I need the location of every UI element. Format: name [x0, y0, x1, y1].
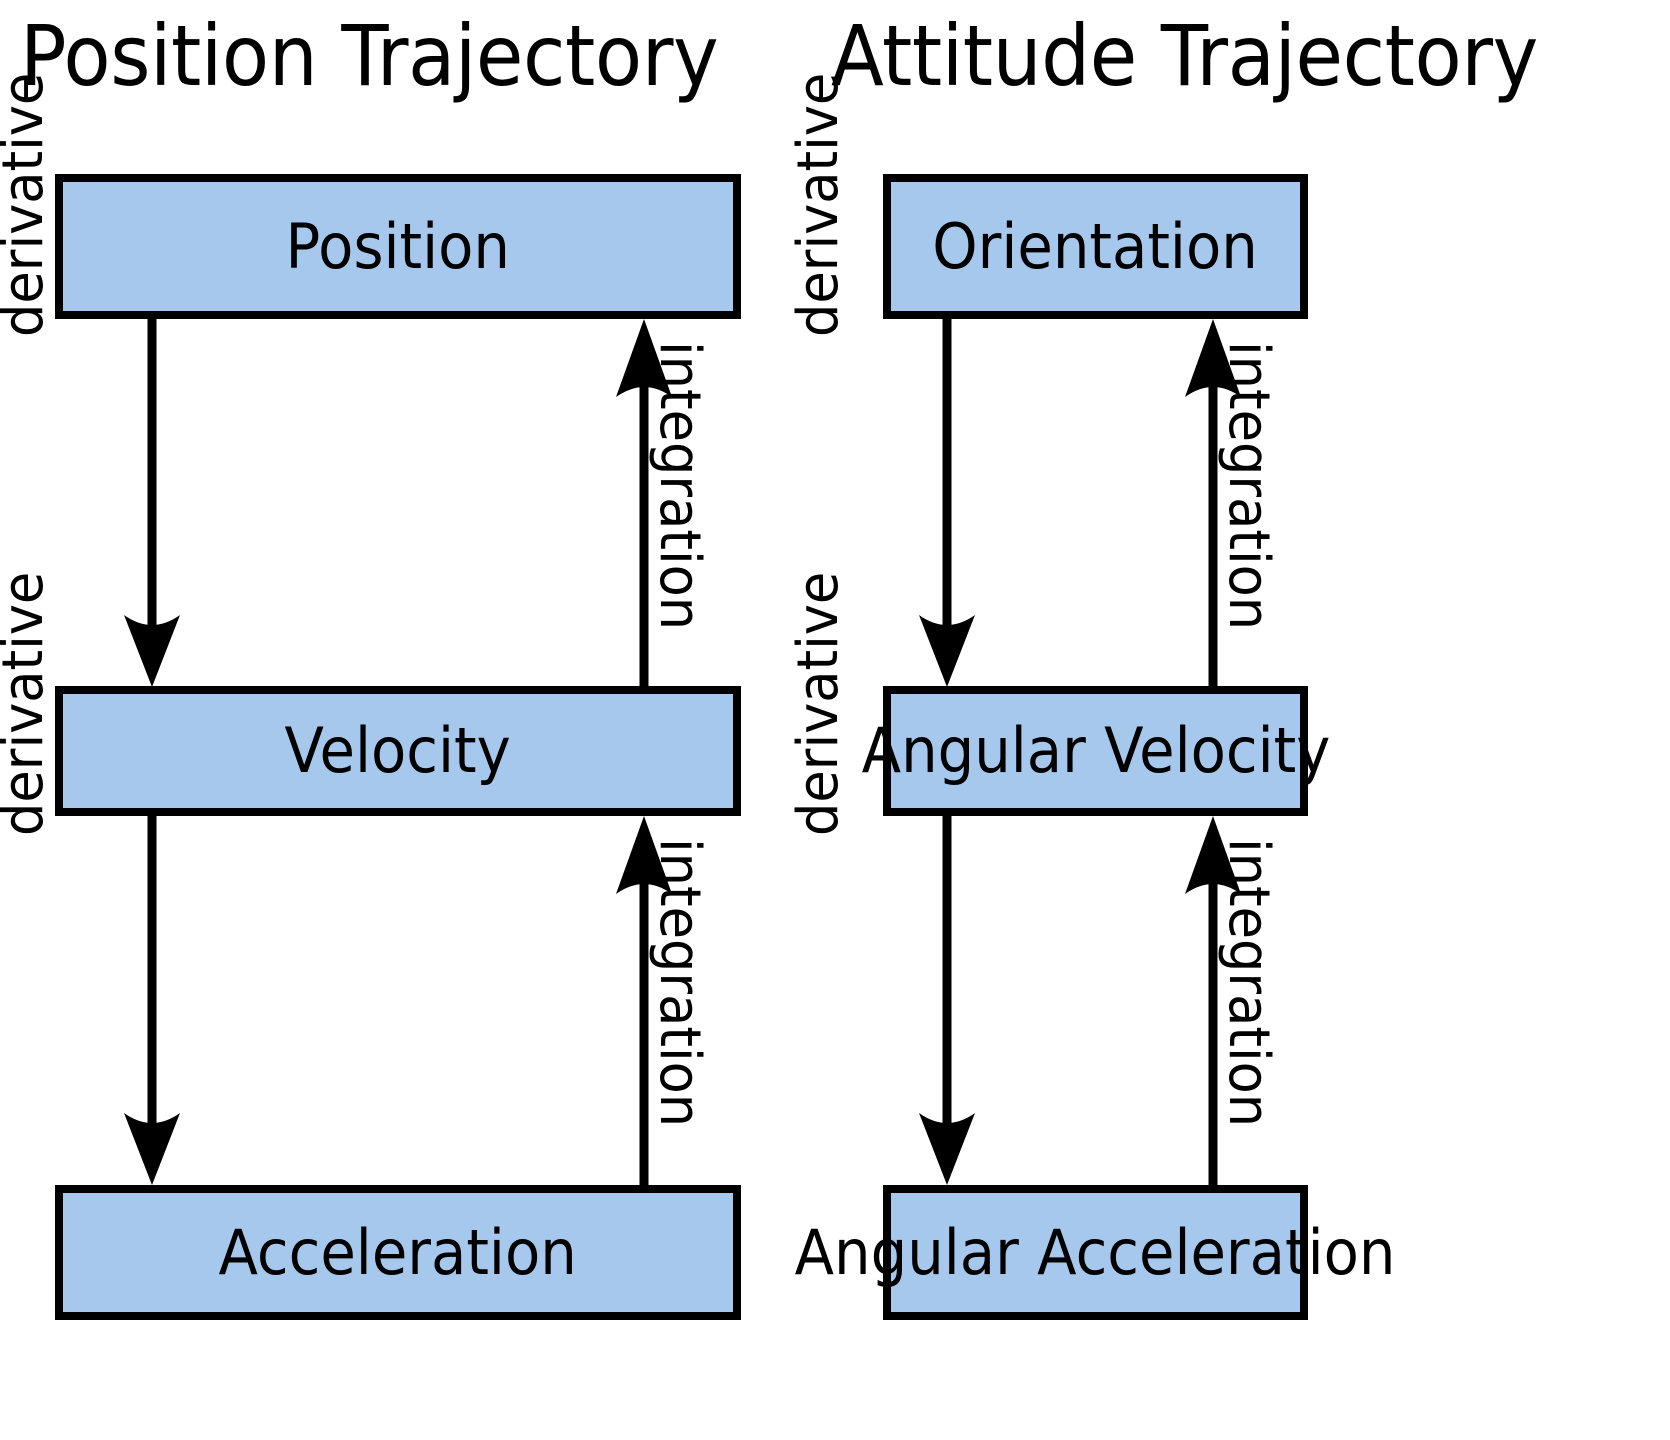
node-box-acceleration: Acceleration: [55, 1185, 741, 1320]
arrow-derivative-position-to-velocity: [106, 319, 198, 687]
node-label-velocity: Velocity: [284, 714, 512, 787]
edge-label-derivative-velocity-to-acceleration: derivative: [0, 571, 56, 836]
edge-label-derivative-position-to-velocity: derivative: [0, 72, 56, 337]
node-box-orientation: Orientation: [883, 174, 1308, 319]
edge-label-derivative-angular-velocity-to-angular-acceleration: derivative: [786, 571, 851, 836]
edge-label-integration-angular-velocity-to-orientation: integration: [1216, 341, 1281, 631]
panel-attitude-trajectory: Attitude Trajectory Orientation Angular …: [786, 0, 1670, 1440]
node-label-angular-velocity: Angular Velocity: [861, 714, 1330, 787]
panel-title-attitude-trajectory: Attitude Trajectory: [831, 7, 1538, 105]
panel-position-trajectory: Position Trajectory Position Velocity Ac…: [0, 0, 800, 1440]
node-label-position: Position: [285, 209, 511, 283]
arrow-derivative-velocity-to-acceleration: [106, 816, 198, 1185]
node-box-position: Position: [55, 174, 741, 319]
node-label-orientation: Orientation: [932, 209, 1259, 283]
arrow-integration-velocity-to-position: [598, 319, 690, 687]
arrow-integration-acceleration-to-velocity: [598, 816, 690, 1185]
node-label-acceleration: Acceleration: [218, 1215, 578, 1289]
node-box-angular-velocity: Angular Velocity: [861, 686, 1330, 816]
edge-label-integration-angular-acceleration-to-angular-velocity: integration: [1216, 838, 1281, 1128]
edge-label-derivative-orientation-to-angular-velocity: derivative: [786, 72, 851, 337]
node-label-angular-acceleration: Angular Acceleration: [795, 1215, 1396, 1289]
arrow-derivative-orientation-to-angular-velocity: [901, 319, 993, 687]
node-box-velocity: Velocity: [55, 686, 741, 816]
arrow-derivative-angular-velocity-to-angular-acceleration: [901, 816, 993, 1185]
arrow-integration-angular-velocity-to-orientation: [1167, 319, 1259, 687]
arrow-integration-angular-acceleration-to-angular-velocity: [1167, 816, 1259, 1185]
panel-title-position-trajectory: Position Trajectory: [20, 7, 719, 105]
node-box-angular-acceleration: Angular Acceleration: [795, 1185, 1396, 1320]
edge-label-integration-velocity-to-position: integration: [647, 341, 712, 631]
edge-label-integration-acceleration-to-velocity: integration: [647, 838, 712, 1128]
